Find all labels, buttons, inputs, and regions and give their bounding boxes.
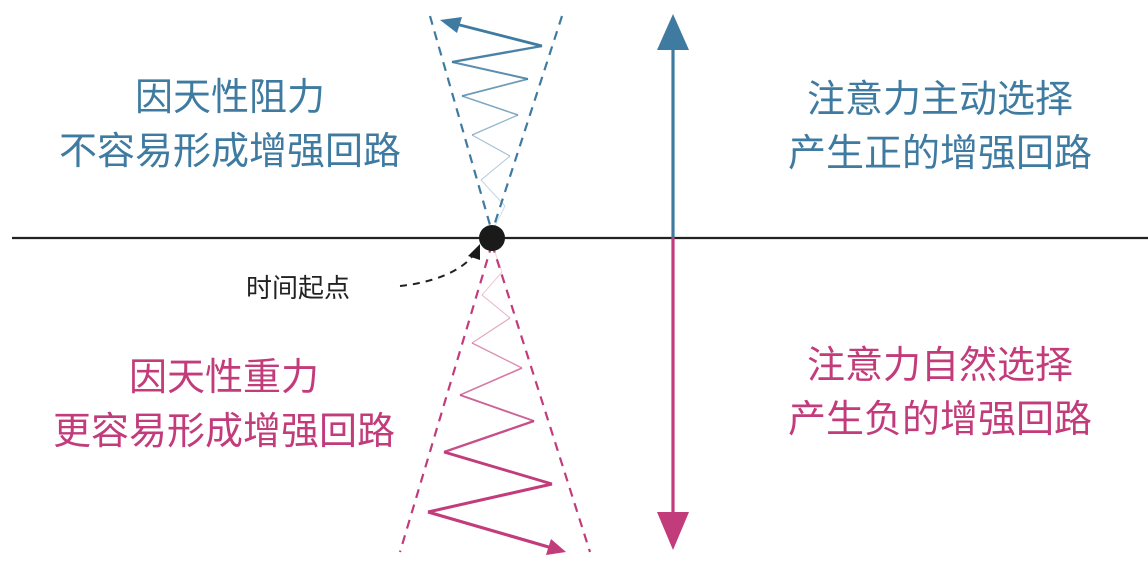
lower-zigzag-segment [481,294,511,319]
upper-right-line1: 注意力主动选择 [806,77,1073,121]
lower-left-line2: 更容易形成增强回路 [52,409,395,453]
lower-zigzag-segment [427,510,553,550]
upper-right-label: 注意力主动选择 产生正的增强回路 [740,72,1140,180]
vertical-arrow-up-head [657,14,689,50]
lower-zigzag-segment [427,482,553,514]
lower-zigzag-segment [443,419,535,454]
lower-zigzag-arrowhead [546,539,566,555]
start-point-pointer-head [468,244,480,260]
lower-left-line1: 因天性重力 [128,355,319,399]
upper-zigzag [440,17,543,233]
upper-left-line1: 因天性阻力 [134,75,325,119]
upper-left-line2: 不容易形成增强回路 [58,129,401,173]
lower-zigzag-segment [443,450,553,486]
lower-zigzag-segment [471,342,523,369]
lower-zigzag-segment [459,394,535,422]
upper-right-line2: 产生正的增强回路 [787,131,1092,175]
lower-cone-left-edge [398,243,494,553]
lower-zigzag [427,243,566,555]
upper-zigzag-segment [471,134,511,157]
upper-cone-right-edge [490,15,564,233]
time-origin-dot [479,225,505,251]
upper-zigzag-arrowhead [440,17,462,33]
lower-right-label: 注意力自然选择 产生负的增强回路 [740,338,1140,446]
lower-zigzag-segment [481,271,503,296]
upper-zigzag-segment [451,61,529,80]
upper-zigzag-segment [447,20,543,48]
start-point-pointer [399,253,475,287]
lower-right-line1: 注意力自然选择 [806,343,1073,387]
upper-zigzag-segment [461,78,529,97]
upper-zigzag-segment [480,155,511,181]
upper-zigzag-segment [480,179,506,207]
upper-zigzag-segment [451,44,543,64]
vertical-arrow-down-head [657,512,689,550]
upper-zigzag-segment [461,95,519,116]
lower-zigzag-segment [459,367,523,396]
start-point-label: 时间起点 [246,274,351,304]
lower-left-label: 因天性重力 更容易形成增强回路 [14,350,434,458]
lower-zigzag-segment [471,317,511,344]
upper-left-label: 因天性阻力 不容易形成增强回路 [20,70,440,178]
lower-right-line2: 产生负的增强回路 [787,397,1092,441]
upper-cone-left-edge [428,15,494,233]
lower-cone-right-edge [490,243,592,553]
upper-zigzag-segment [471,114,519,136]
